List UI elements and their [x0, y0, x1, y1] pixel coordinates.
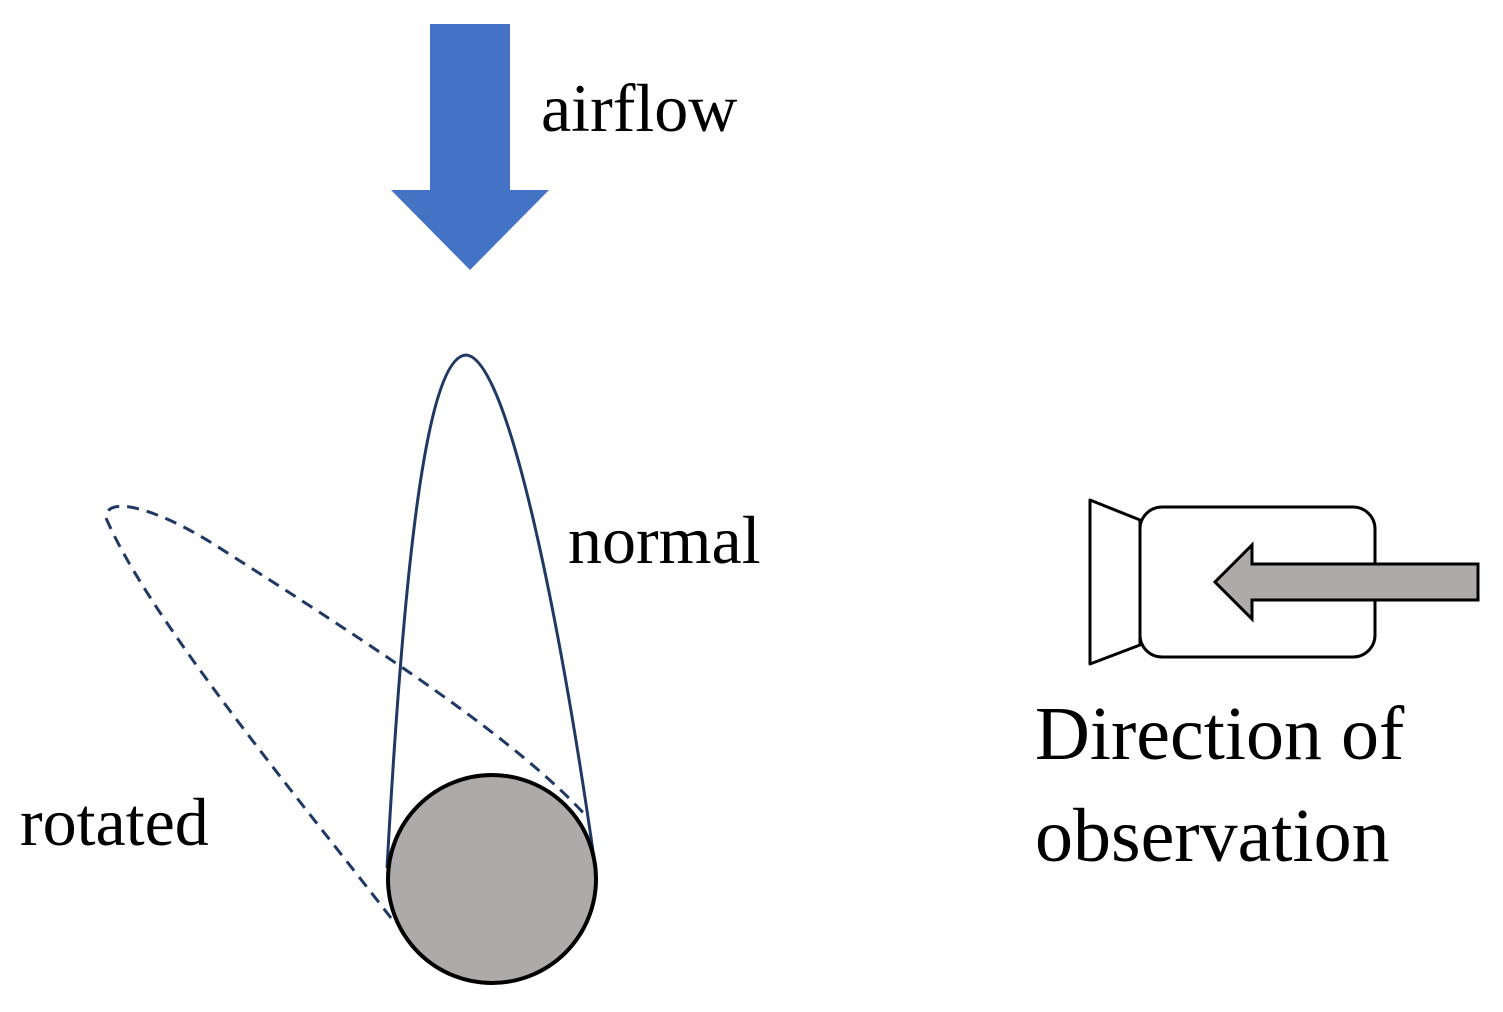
airflow-arrow-icon	[391, 24, 549, 270]
airflow-label: airflow	[541, 70, 737, 146]
observation-label-line1: Direction of	[1035, 692, 1405, 776]
cylinder-cross-section	[386, 773, 598, 985]
observation-arrow-icon	[1212, 541, 1480, 623]
rotated-label: rotated	[20, 784, 209, 860]
camera-lens	[1088, 498, 1142, 666]
rotated-wake-outline	[104, 504, 590, 919]
observation-label-line2: observation	[1035, 794, 1390, 878]
normal-wake-outline	[385, 353, 597, 869]
normal-label: normal	[568, 502, 761, 578]
